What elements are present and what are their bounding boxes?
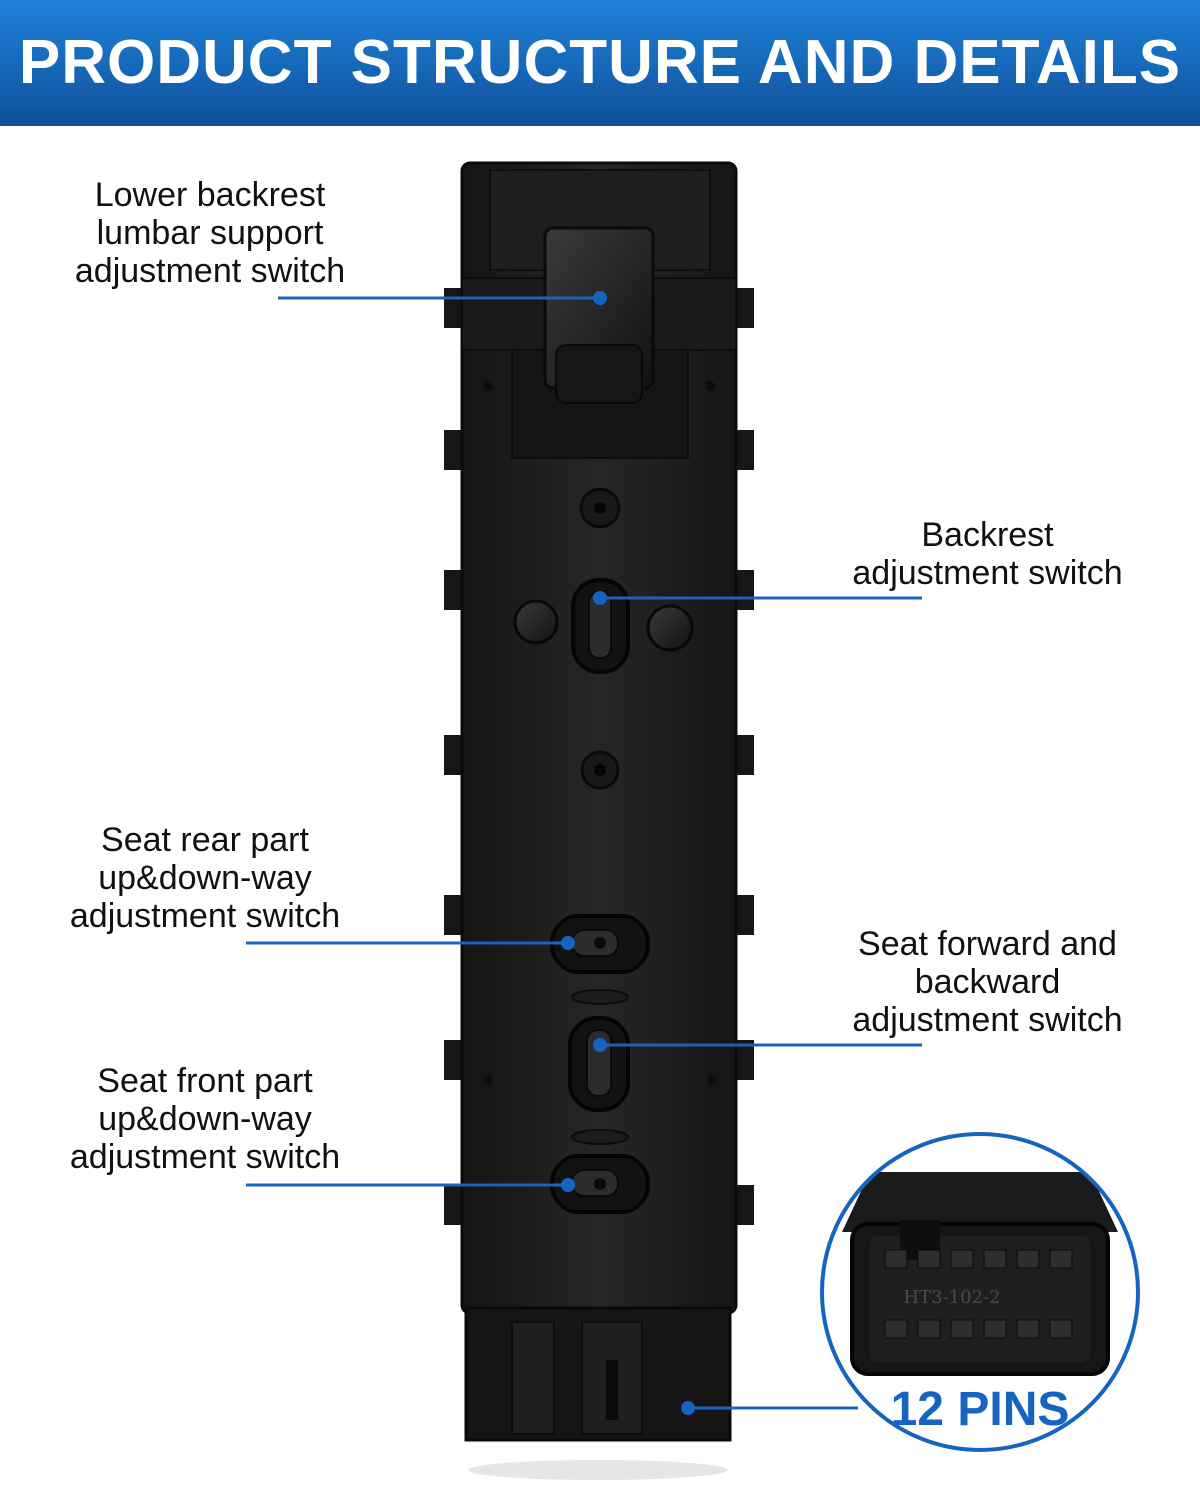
- callout-lines: [246, 296, 922, 1410]
- callout-dots: [561, 291, 695, 1415]
- label-lumbar-switch: Lower backrest lumbar support adjustment…: [74, 176, 346, 290]
- bottom-connector: [464, 1306, 732, 1442]
- reflection: [468, 1460, 728, 1480]
- screw-holes: [483, 381, 717, 1085]
- label-backrest-switch: Backrest adjustment switch: [852, 516, 1123, 592]
- connector-inset: HT3-102-2: [820, 1132, 1140, 1452]
- lumbar-switch-knob: [543, 226, 655, 404]
- separator-bumps: [571, 989, 629, 1145]
- connector-part-marking: HT3-102-2: [903, 1287, 1000, 1308]
- page-title: PRODUCT STRUCTURE AND DETAILS: [18, 28, 1182, 97]
- label-forward-backward-switch: Seat forward and backward adjustment swi…: [852, 925, 1123, 1039]
- header-banner: PRODUCT STRUCTURE AND DETAILS: [0, 0, 1200, 126]
- label-front-updown-switch: Seat front part up&down-way adjustment s…: [69, 1062, 341, 1176]
- label-rear-updown-switch: Seat rear part up&down-way adjustment sw…: [69, 821, 341, 935]
- switch-diagram: HT3-102-2: [246, 161, 1140, 1480]
- backrest-switch: [513, 578, 694, 674]
- pins-count-label: 12 PINS: [890, 1383, 1070, 1436]
- forward-backward-switch: [568, 1016, 630, 1112]
